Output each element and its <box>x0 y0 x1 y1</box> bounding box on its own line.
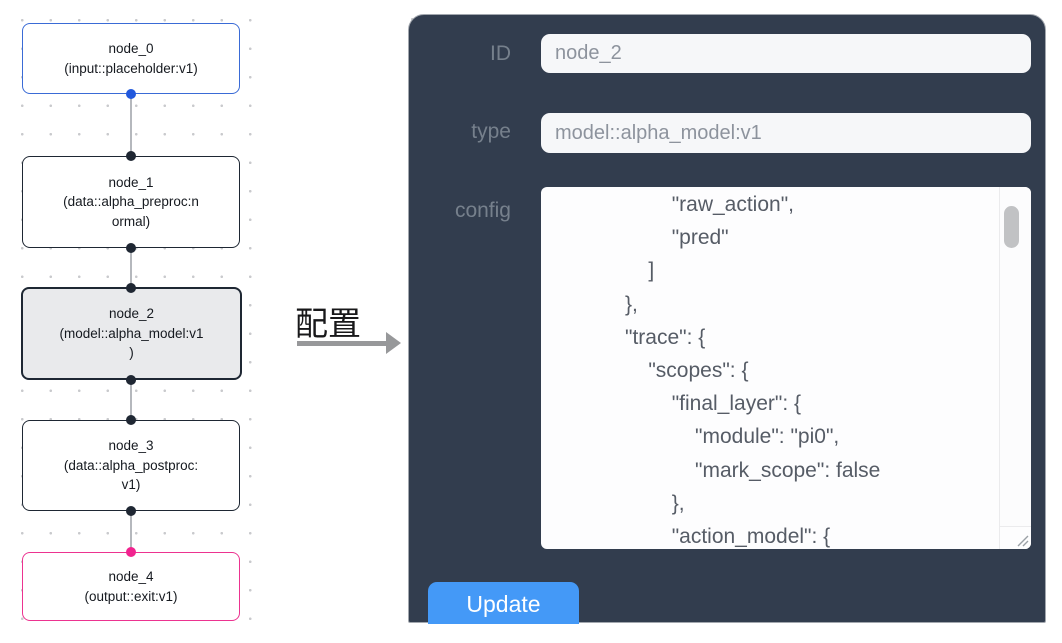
node-label-line: node_2 <box>108 306 155 322</box>
type-input[interactable] <box>541 113 1031 153</box>
right-arrow-head-icon <box>386 332 401 354</box>
flow-node-node_3[interactable]: node_3 (data::alpha_postproc: v1) <box>22 420 240 511</box>
node-label-line: v1) <box>121 477 141 493</box>
edge-node1-node2 <box>130 248 132 289</box>
update-button[interactable]: Update <box>428 582 579 624</box>
edge-node2-node3 <box>130 380 132 421</box>
node-label-line: (model::alpha_model:v1 <box>59 325 204 341</box>
node-label-line: (input::placeholder:v1) <box>64 60 198 76</box>
type-field-label: type <box>471 120 511 143</box>
port-node2-in[interactable] <box>126 283 136 293</box>
node-label-line: node_3 <box>108 438 154 454</box>
node-label-line: node_0 <box>108 41 154 56</box>
port-node1-out[interactable] <box>126 243 136 253</box>
port-node2-out[interactable] <box>126 375 136 385</box>
flow-node-node_2[interactable]: node_2 (model::alpha_model:v1 ) <box>21 287 242 380</box>
config-textarea[interactable]: "raw_action", "pred" ] }, "trace": { "sc… <box>541 187 1031 549</box>
id-field-label: ID <box>490 42 511 65</box>
config-scrollbar[interactable] <box>999 187 1031 527</box>
config-panel: ID type config "raw_action", "pred" ] },… <box>408 14 1046 624</box>
node-label-line: (data::alpha_postproc: <box>63 457 199 473</box>
node-label-line: (output::exit:v1) <box>84 588 178 604</box>
config-resize-corner[interactable] <box>999 526 1031 549</box>
id-input[interactable] <box>541 34 1031 73</box>
flow-node-node_1[interactable]: node_1 (data::alpha_preproc:n ormal) <box>22 156 240 248</box>
config-json-text: "raw_action", "pred" ] }, "trace": { "sc… <box>625 193 881 549</box>
config-scrollbar-thumb[interactable] <box>1004 206 1019 248</box>
node-label-line: ormal) <box>111 213 151 229</box>
resize-handle-icon[interactable] <box>1015 533 1029 547</box>
flow-node-node_0[interactable]: node_0 (input::placeholder:v1) <box>22 23 240 94</box>
port-node3-out[interactable] <box>126 506 136 516</box>
node-label-line: node_4 <box>108 569 154 584</box>
right-arrow-icon <box>297 341 387 346</box>
node-label-line: ) <box>129 345 134 361</box>
node-label-line: node_1 <box>108 174 154 190</box>
edge-node3-node4 <box>130 511 132 553</box>
config-field-label: config <box>454 199 511 222</box>
port-node0-out[interactable] <box>126 89 136 99</box>
port-node4-in[interactable] <box>126 547 136 557</box>
node-label-line: (data::alpha_preproc:n <box>63 194 199 210</box>
port-node3-in[interactable] <box>126 415 136 425</box>
edge-node0-node1 <box>130 94 132 157</box>
configure-label: 配置 <box>295 305 361 342</box>
port-node1-in[interactable] <box>126 151 136 161</box>
flow-node-node_4[interactable]: node_4 (output::exit:v1) <box>22 552 240 621</box>
